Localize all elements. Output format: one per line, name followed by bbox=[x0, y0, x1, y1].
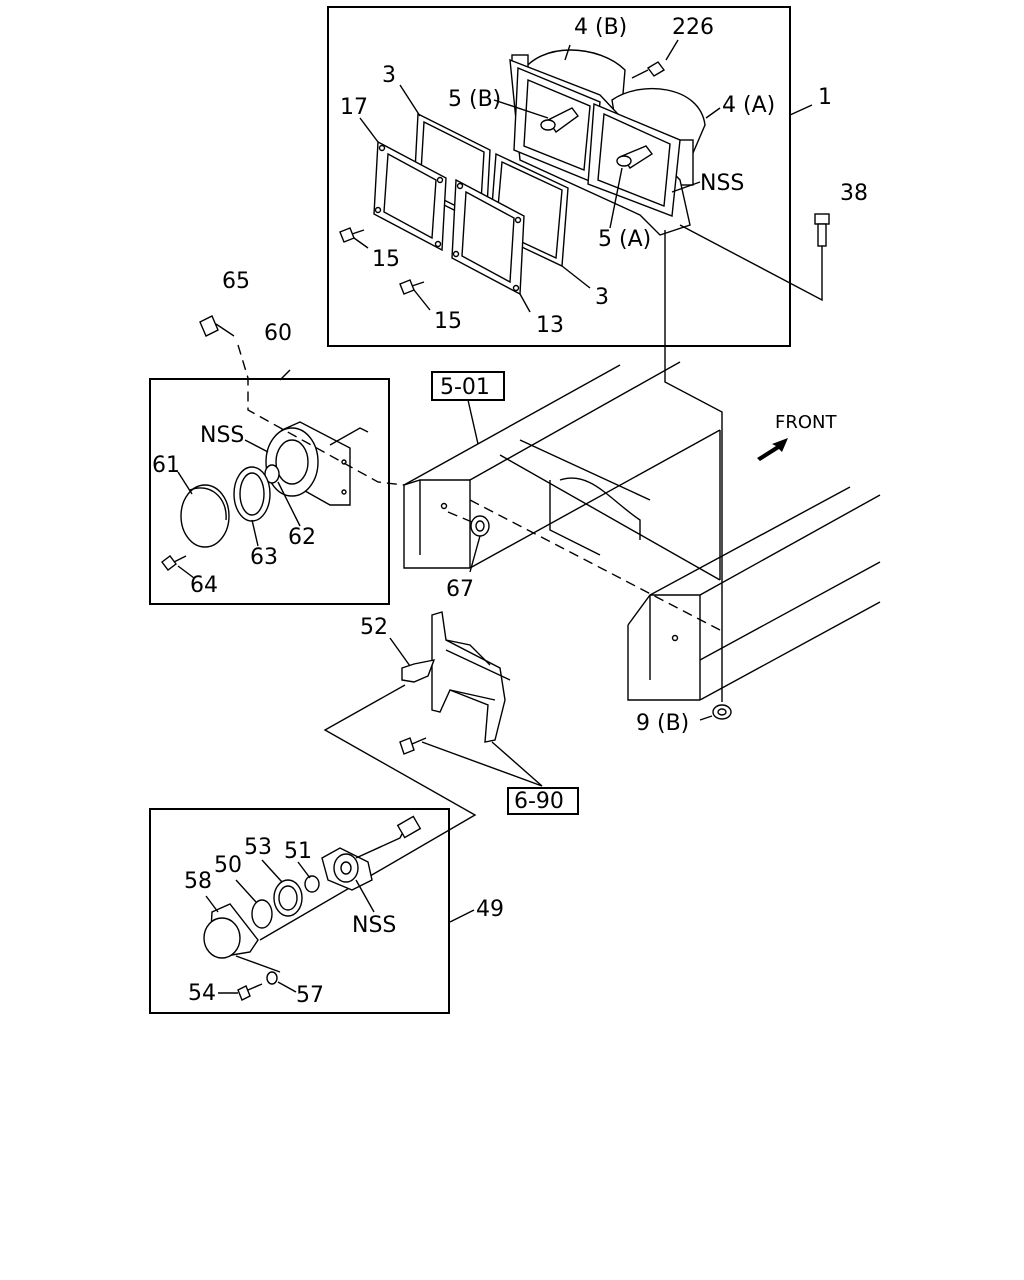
callout-9b: 9 (B) bbox=[636, 711, 689, 736]
chassis-frame bbox=[403, 361, 881, 701]
nut-9b bbox=[664, 230, 732, 721]
callout-15-b: 15 bbox=[434, 309, 462, 334]
side-lamp-lens-61 bbox=[180, 484, 230, 548]
callout-4a: 4 (A) bbox=[722, 93, 775, 118]
screw-226 bbox=[631, 61, 666, 79]
foglamp-bracket bbox=[431, 611, 511, 743]
screw-15-b bbox=[399, 279, 425, 295]
bolt-65 bbox=[199, 315, 235, 337]
callout-53: 53 bbox=[244, 835, 272, 860]
callout-61: 61 bbox=[152, 453, 180, 478]
callout-17: 17 bbox=[340, 95, 368, 120]
callout-64: 64 bbox=[190, 573, 218, 598]
callout-226: 226 bbox=[672, 15, 714, 40]
ref-6-90-label: 6-90 bbox=[514, 789, 564, 814]
callout-52: 52 bbox=[360, 615, 388, 640]
callout-60: 60 bbox=[264, 321, 292, 346]
nut-67 bbox=[447, 511, 490, 573]
lamp-frame-5a bbox=[587, 102, 681, 217]
bolt-38 bbox=[814, 213, 830, 247]
fog-lamp-bulb-51 bbox=[304, 875, 320, 893]
callout-3-lower: 3 bbox=[595, 285, 609, 310]
fog-lamp-housing-58 bbox=[203, 903, 259, 959]
callout-5b: 5 (B) bbox=[448, 87, 501, 112]
headlamp-leaders bbox=[353, 39, 823, 313]
bezel-17 bbox=[373, 140, 447, 252]
fog-lamp-body bbox=[321, 815, 422, 891]
fog-lamp-ring-53 bbox=[273, 879, 303, 917]
side-lamp-frame bbox=[149, 378, 390, 605]
fog-lamp-lens-50 bbox=[251, 899, 273, 929]
callout-62: 62 bbox=[288, 525, 316, 550]
side-lamp-gasket-63 bbox=[233, 466, 271, 522]
callout-58: 58 bbox=[184, 869, 212, 894]
clip-52 bbox=[401, 659, 436, 683]
callout-63: 63 bbox=[250, 545, 278, 570]
screw-64 bbox=[161, 555, 187, 571]
side-lamp-leaders bbox=[177, 344, 405, 579]
front-direction-arrow-icon bbox=[757, 438, 788, 461]
side-lamp-bulb-62 bbox=[264, 464, 280, 484]
screw-54 bbox=[237, 983, 263, 1001]
screw-15-a bbox=[339, 227, 365, 243]
label-nss-foglamp: NSS bbox=[352, 913, 396, 938]
callout-65: 65 bbox=[222, 269, 250, 294]
callout-3-upper: 3 bbox=[382, 63, 396, 88]
callout-38: 38 bbox=[840, 181, 868, 206]
ref-501-leader bbox=[467, 399, 479, 445]
callout-4b: 4 (B) bbox=[574, 15, 627, 40]
callout-51: 51 bbox=[284, 839, 312, 864]
fog-lamp-leaders bbox=[205, 859, 475, 994]
label-nss-headlamp: NSS bbox=[700, 171, 744, 196]
callout-13: 13 bbox=[536, 313, 564, 338]
callout-50: 50 bbox=[214, 853, 242, 878]
callout-57: 57 bbox=[296, 983, 324, 1008]
callout-5a: 5 (A) bbox=[598, 227, 651, 252]
front-label: FRONT bbox=[775, 412, 837, 433]
callout-67: 67 bbox=[446, 577, 474, 602]
bolt-6-90 bbox=[399, 737, 427, 755]
fog-lamp-frame bbox=[149, 808, 450, 1014]
lamp-frame-5b bbox=[513, 66, 601, 184]
callout-49: 49 bbox=[476, 897, 504, 922]
callout-54: 54 bbox=[188, 981, 216, 1006]
washer-57 bbox=[266, 971, 278, 985]
label-nss-sidelamp: NSS bbox=[200, 423, 244, 448]
callout-1: 1 bbox=[818, 85, 832, 110]
side-lamp-body-60 bbox=[265, 421, 369, 506]
callout-15-a: 15 bbox=[372, 247, 400, 272]
ref-box-6-90 bbox=[507, 787, 579, 815]
headlamp-assembly-frame bbox=[327, 6, 791, 347]
ref-5-01-label: 5-01 bbox=[440, 375, 490, 400]
